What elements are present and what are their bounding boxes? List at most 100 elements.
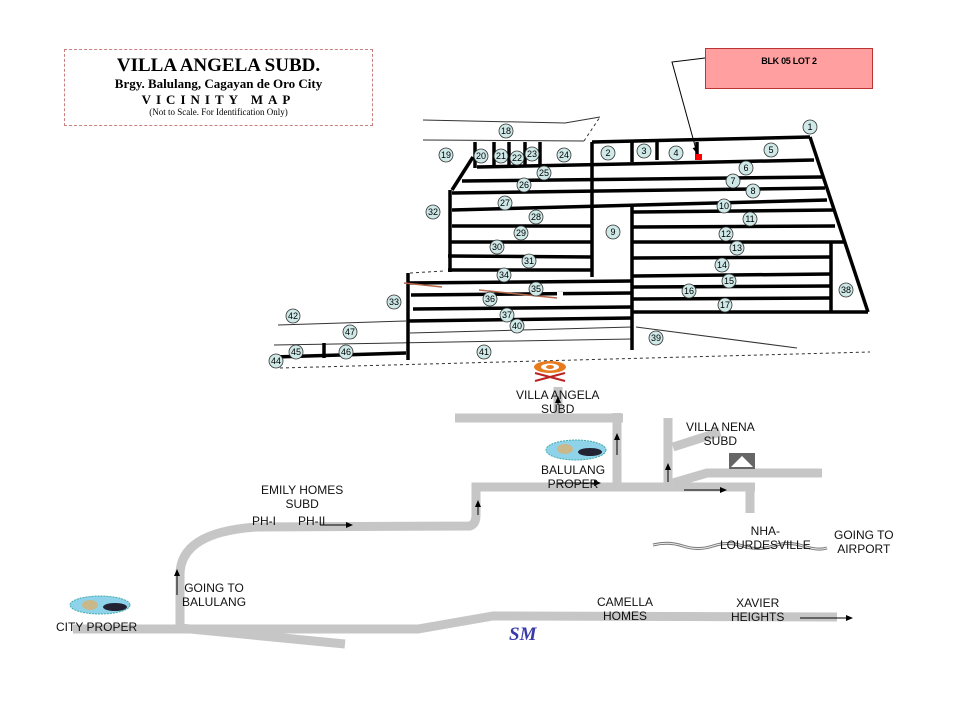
lot-number: 5: [768, 145, 773, 155]
lot-number: 14: [717, 260, 727, 270]
lot-marker-16: 16: [681, 283, 697, 299]
lot-location-marker: [696, 154, 702, 160]
river-highlight: [652, 542, 828, 550]
lot-circle: [493, 148, 509, 164]
house-icon: [729, 453, 755, 469]
lot-circle: [721, 273, 737, 289]
lot-marker-30: 30: [489, 239, 505, 255]
lot-marker-23: 23: [524, 146, 540, 162]
boundary-dashed-lines: [279, 116, 871, 369]
lot-circle: [725, 173, 741, 189]
lot-marker-40: 40: [509, 318, 525, 334]
balulang-icon: [545, 439, 607, 461]
label-line: BALULANG: [182, 595, 247, 609]
lot-number: 35: [531, 284, 541, 294]
lot-circle: [605, 224, 621, 240]
lot-circle: [556, 147, 572, 163]
lot-circle: [521, 253, 537, 269]
lot-circle: [600, 145, 616, 161]
lot-marker-47: 47: [342, 324, 358, 340]
lot-circle: [717, 297, 733, 313]
lot-number: 27: [500, 198, 510, 208]
lot-number: 10: [719, 201, 729, 211]
lot-circle: [528, 209, 544, 225]
lot-circle: [513, 225, 529, 241]
lot-number: 15: [724, 276, 734, 286]
direction-arrows: [174, 396, 853, 621]
label-line: PROPER: [547, 477, 599, 491]
lot-circle: [714, 257, 730, 273]
lot-circle: [425, 204, 441, 220]
lot-number: 23: [527, 149, 537, 159]
lot-circle: [509, 150, 525, 166]
lot-number: 44: [271, 356, 281, 366]
lot-circle: [745, 183, 761, 199]
lot-number: 45: [291, 347, 301, 357]
subdivision-thin-lines: [273, 116, 798, 349]
label-nha-lourdesville: NHA-LOURDESVILLE: [720, 524, 811, 552]
lot-marker-20: 20: [473, 148, 489, 164]
lot-number: 11: [745, 214, 754, 224]
lot-circle: [516, 177, 532, 193]
lot-number: 8: [750, 186, 755, 196]
lot-marker-29: 29: [513, 225, 529, 241]
lot-marker-31: 31: [521, 253, 537, 269]
lot-number: 4: [673, 148, 678, 158]
lot-number: 24: [559, 150, 569, 160]
lot-number: 42: [288, 311, 298, 321]
lot-circle: [498, 123, 514, 139]
map-location: Brgy. Balulang, Cagayan de Oro City: [114, 76, 323, 91]
callout-pointer: [671, 57, 706, 154]
lot-circle: [386, 294, 402, 310]
lot-marker-6: 6: [738, 160, 754, 176]
lot-marker-39: 39: [648, 330, 664, 346]
lot-marker-24: 24: [556, 147, 572, 163]
lot-marker-26: 26: [516, 177, 532, 193]
lot-marker-42: 42: [285, 308, 301, 324]
label-line: XAVIER: [736, 596, 780, 610]
lot-marker-9: 9: [605, 224, 621, 240]
lot-circle: [342, 324, 358, 340]
lot-number: 32: [428, 207, 438, 217]
label-line: CAMELLA: [597, 595, 654, 609]
lot-number: 33: [389, 297, 399, 307]
lot-number: 21: [496, 151, 506, 161]
label-line: SUBD: [703, 434, 738, 448]
lot-circle: [536, 165, 552, 181]
lot-marker-21: 21: [493, 148, 509, 164]
label-ph2: PH-II: [298, 514, 326, 528]
label-line: VILLA ANGELA: [516, 388, 600, 402]
lot-number: 46: [341, 347, 351, 357]
lot-circle: [718, 226, 734, 242]
lot-marker-33: 33: [386, 294, 402, 310]
lot-marker-27: 27: [497, 195, 513, 211]
label-line: AIRPORT: [837, 542, 891, 556]
lot-circle: [497, 195, 513, 211]
lot-number: 30: [492, 242, 502, 252]
sm-logo: SM: [509, 624, 538, 645]
lot-marker-17: 17: [717, 297, 733, 313]
lot-circle: [648, 330, 664, 346]
lot-circle: [838, 282, 854, 298]
lot-number: 40: [512, 321, 522, 331]
label-line: NHA-: [750, 524, 781, 538]
lot-circle: [738, 160, 754, 176]
lot-circle: [528, 281, 544, 297]
lot-circle: [288, 344, 304, 360]
lot-marker-22: 22: [509, 150, 525, 166]
lot-number: 2: [605, 148, 610, 158]
lot-marker-32: 32: [425, 204, 441, 220]
lot-circle: [496, 267, 512, 283]
lot-number: 19: [441, 150, 451, 160]
lot-circle: [482, 291, 498, 307]
lot-number: 25: [539, 168, 549, 178]
lot-circle: [742, 211, 758, 227]
white-patch: [557, 292, 563, 298]
